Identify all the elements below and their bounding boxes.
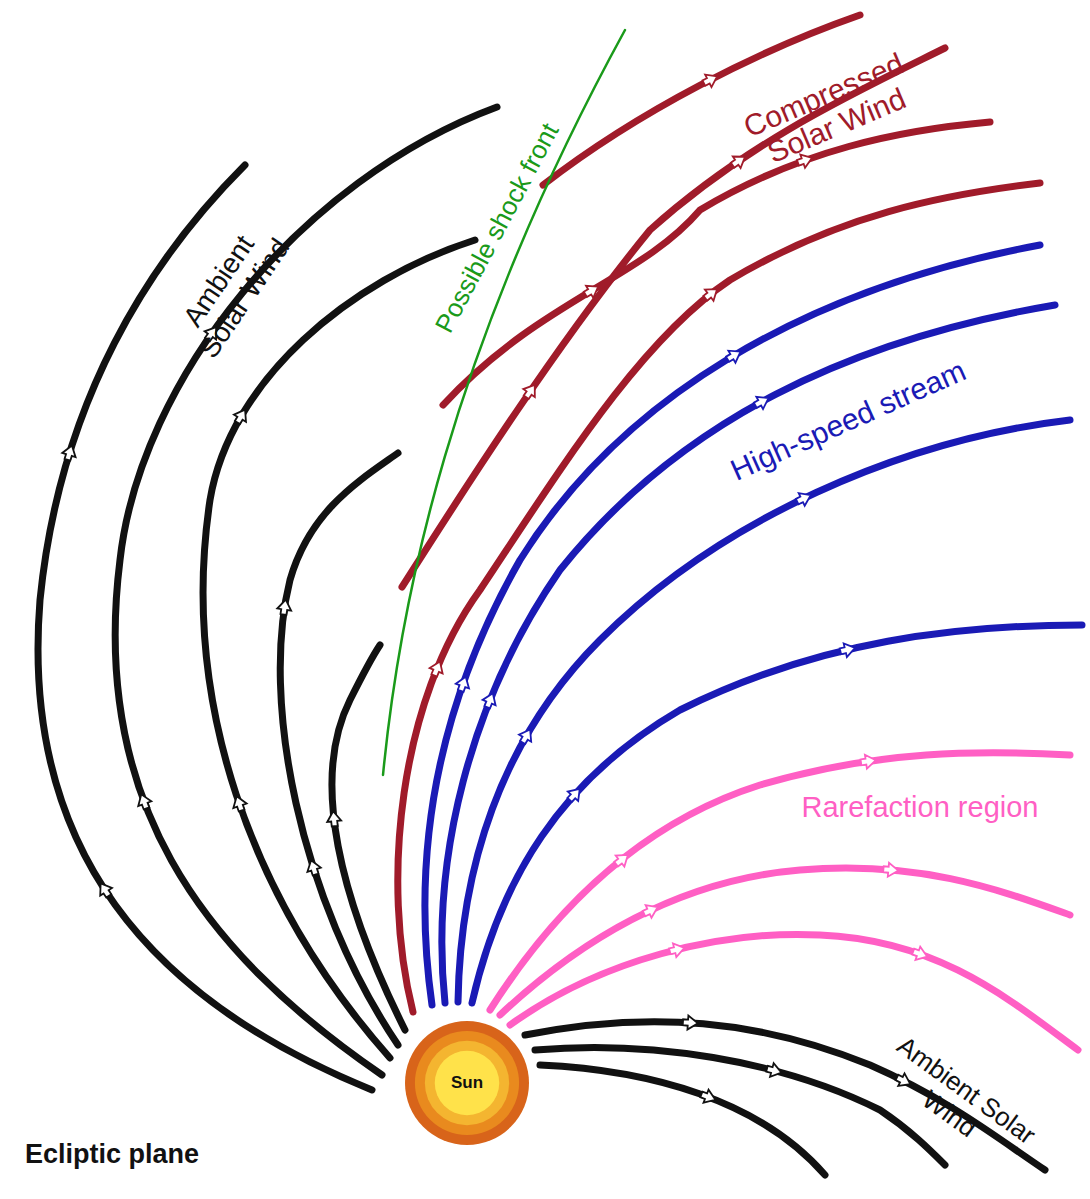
- flow-arrow: [668, 941, 686, 958]
- rarefaction-field-lines: [490, 753, 1078, 1050]
- sun-ring: [415, 1031, 519, 1135]
- flow-arrow: [765, 1062, 783, 1079]
- compressed-field-lines: [398, 15, 1040, 1012]
- region-label: Ambient Solar Wind: [874, 1030, 1041, 1173]
- region-label: Ambient Solar Wind: [158, 200, 307, 380]
- sun-ring: [425, 1041, 509, 1125]
- sun-ring: [405, 1021, 529, 1145]
- region-label: High-speed stream: [726, 353, 971, 486]
- high-speed-field-lines: [425, 245, 1082, 1005]
- flow-arrow: [612, 849, 632, 869]
- sun-label: Sun: [451, 1073, 483, 1093]
- flow-arrow: [682, 1015, 698, 1030]
- flow-arrow: [860, 753, 877, 769]
- region-label: Compressed Solar Wind: [711, 35, 949, 186]
- sun-circle: Sun: [405, 1021, 529, 1145]
- shock-front-line: [383, 30, 625, 775]
- flow-arrow: [582, 281, 602, 301]
- flow-arrow: [277, 599, 293, 616]
- flow-arrow: [95, 880, 115, 900]
- flow-arrow: [699, 1088, 718, 1106]
- flow-arrow: [428, 659, 447, 678]
- flow-arrow: [911, 945, 930, 963]
- flow-arrow: [520, 381, 540, 401]
- flow-arrow: [729, 151, 749, 171]
- plane-label: Ecliptic plane: [25, 1140, 199, 1170]
- flow-arrow: [641, 901, 661, 920]
- flow-arrow: [839, 641, 857, 658]
- flow-arrow: [564, 784, 584, 805]
- flow-arrow: [883, 862, 899, 877]
- flow-arrow: [481, 691, 500, 710]
- flow-arrow: [701, 70, 721, 89]
- flow-arrow: [724, 346, 744, 366]
- flow-arrow: [230, 794, 248, 813]
- flow-arrow: [794, 489, 814, 508]
- flow-arrow: [231, 406, 251, 426]
- region-label: Rarefaction region: [802, 792, 1039, 824]
- flow-arrow: [304, 858, 322, 877]
- flow-arrow: [61, 443, 79, 462]
- flow-arrows: [61, 70, 930, 1106]
- flow-arrow: [701, 284, 721, 304]
- flow-arrow: [326, 811, 342, 827]
- sun-ring: [435, 1051, 499, 1115]
- flow-arrow: [517, 726, 537, 746]
- flow-arrow: [752, 392, 772, 411]
- shock-label: Possible shock front: [430, 119, 564, 338]
- flow-arrow: [454, 674, 472, 693]
- flow-arrow: [135, 792, 153, 811]
